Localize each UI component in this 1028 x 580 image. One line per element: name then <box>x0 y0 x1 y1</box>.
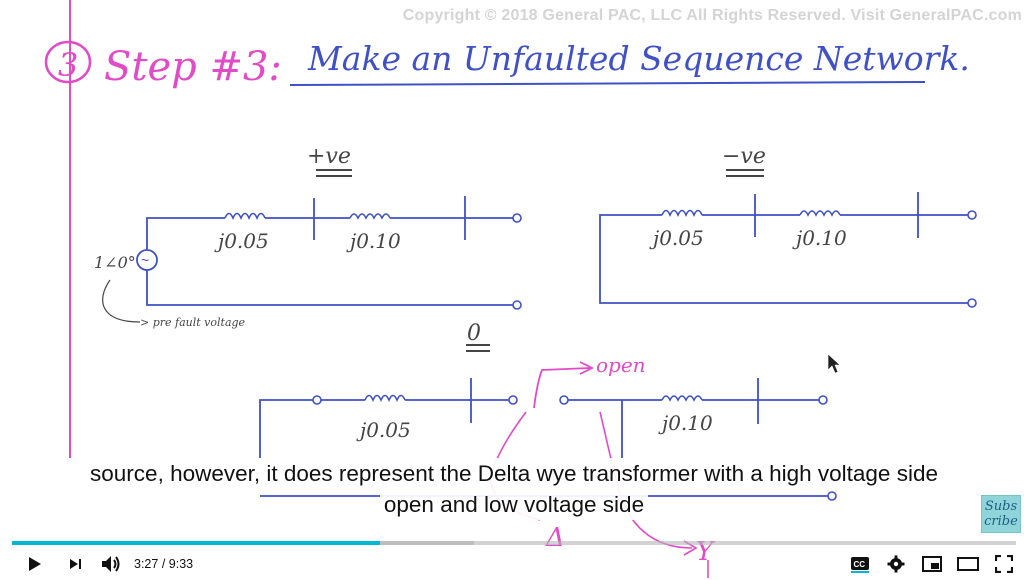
delta-note: Δ <box>545 523 565 553</box>
pos-impedance-1: j0.05 <box>214 229 269 253</box>
neg-terminal-top <box>967 210 977 220</box>
voltage-source-symbol: ~ <box>141 252 149 268</box>
miniplayer-button[interactable] <box>918 548 946 580</box>
caption-window: source, however, it does represent the D… <box>0 458 1028 520</box>
play-icon <box>29 557 41 571</box>
negative-sequence-label: −ve <box>722 144 766 169</box>
step-subtitle: Make an Unfaulted Sequence Network. <box>307 39 970 78</box>
pos-impedance-2: j0.10 <box>346 229 401 253</box>
open-arrow-head <box>579 361 595 375</box>
duration: 9:33 <box>168 557 194 571</box>
pos-bottom-wire <box>146 270 513 306</box>
time-display: 3:27 / 9:33 <box>134 548 193 580</box>
theater-button[interactable] <box>954 548 982 580</box>
neg-left-wire <box>599 214 968 304</box>
zero-inductor-1 <box>364 394 406 402</box>
zero-sequence-label: 0 <box>467 321 481 346</box>
time-separator: / <box>158 557 169 571</box>
title-underline <box>289 81 926 86</box>
volume-button[interactable] <box>96 548 126 580</box>
neg-impedance-2: j0.10 <box>792 226 847 250</box>
progress-played <box>12 541 381 545</box>
volume-icon <box>102 556 120 572</box>
pos-top-wire <box>146 217 225 250</box>
open-arrow <box>533 367 591 409</box>
progress-bar[interactable] <box>12 541 1016 545</box>
fullscreen-button[interactable] <box>990 548 1018 580</box>
zero-terminal-open-left <box>508 395 518 405</box>
step-title: Step #3: <box>104 44 282 90</box>
neg-inductor-2 <box>799 210 841 217</box>
caption-line-1: source, however, it does represent the D… <box>86 458 942 489</box>
settings-button[interactable] <box>882 548 910 580</box>
next-button[interactable] <box>60 548 90 580</box>
player-controls: 3:27 / 9:33 CC <box>0 548 1028 580</box>
zero-inductor-2 <box>661 395 703 402</box>
pos-terminal-bottom <box>512 300 522 310</box>
zero-terminal-left <box>312 395 322 405</box>
caption-line-2: open and low voltage side <box>379 489 649 520</box>
zero-terminal-bottom <box>827 491 837 501</box>
neg-impedance-1: j0.05 <box>649 226 704 250</box>
zero-impedance-2: j0.10 <box>658 411 713 435</box>
pos-terminal-top <box>512 213 522 223</box>
next-icon <box>70 559 81 569</box>
positive-sequence-label: +ve <box>307 144 351 169</box>
captions-icon: CC <box>851 557 869 573</box>
pos-inductor-2 <box>349 213 391 220</box>
zero-left-wire <box>259 399 313 458</box>
source-value: 1∠0° <box>94 253 136 272</box>
fullscreen-icon <box>995 555 1013 573</box>
miniplayer-icon <box>922 556 942 572</box>
current-time: 3:27 <box>134 557 159 571</box>
zero-impedance-1: j0.05 <box>356 418 411 442</box>
svg-text:CC: CC <box>854 560 866 569</box>
subscribe-watermark-button[interactable]: Subs cribe <box>981 495 1021 533</box>
zero-terminal-open-right <box>559 395 569 405</box>
mouse-cursor-icon <box>827 353 841 374</box>
gear-icon <box>887 555 905 573</box>
copyright-watermark: Copyright © 2018 General PAC, LLC All Ri… <box>402 7 1022 24</box>
captions-button[interactable]: CC <box>846 548 874 580</box>
neg-terminal-bottom <box>967 298 977 308</box>
zero-terminal-right <box>818 395 828 405</box>
play-button[interactable] <box>18 548 50 580</box>
theater-icon <box>957 557 979 571</box>
step-number: 3 <box>58 46 78 84</box>
open-note: open <box>596 353 646 377</box>
step-circle <box>44 40 92 84</box>
pos-inductor-1 <box>224 212 266 220</box>
prefault-arrow <box>102 279 141 323</box>
neg-inductor-1 <box>661 209 703 217</box>
prefault-note: > pre fault voltage <box>140 316 246 329</box>
